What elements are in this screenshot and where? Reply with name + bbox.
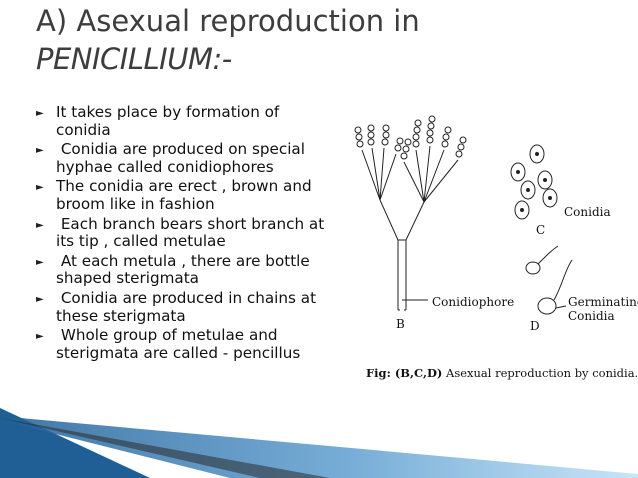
bullet-text: Conidia are produced in chains at these … [56,288,321,325]
figure-label-conidia: Conidia [564,205,611,219]
bullet-text: Whole group of metulae and sterigmata ar… [56,326,301,362]
title-line-2: PENICILLIUM:- [36,42,232,76]
bullet-text: It takes place by formation of conidia [56,103,285,139]
figure-label-germinating: Germinating [568,295,638,309]
figure-label-germinating-conidia: Conidia [568,309,615,323]
bullet-item: ► Conidia are produced on special hyphae… [34,140,334,176]
penicillium-figure: Conidia C Conidiophore B Germinating Con… [340,110,638,390]
bullet-arrow-icon: ► [36,256,44,268]
bullet-arrow-icon: ► [36,182,44,194]
bullet-arrow-icon: ► [36,293,44,305]
figure-caption-text: Asexual reproduction by conidia. [442,366,638,380]
bullet-arrow-icon: ► [36,331,44,343]
slide-title: A) Asexual reproduction in PENICILLIUM:- [36,2,420,78]
bullet-arrow-icon: ► [36,219,44,231]
bullet-list: ►It takes place by formation of conidia … [34,103,334,364]
title-line-1: A) Asexual reproduction in [36,4,420,38]
bullet-arrow-icon: ► [36,145,44,157]
figure-label-c: C [536,223,546,237]
corner-decoration [0,408,638,478]
figure-label-conidiophore: Conidiophore [432,295,515,309]
bullet-item: ► Conidia are produced in chains at thes… [34,288,334,325]
bullet-arrow-icon: ► [36,108,44,119]
bullet-item: ► It takes place by formation of conidia [34,103,334,139]
bullet-item: ► Each branch bears short branch at its … [34,214,334,251]
figure-label-d: D [530,319,540,333]
penicillium-illustration [354,115,573,315]
bullet-text: Conidia are produced on special hyphae c… [56,140,310,176]
bullet-item: ► The conidia are erect , brown and broom… [34,178,334,213]
bullet-item: ► Whole group of metulae and sterigmata … [34,326,334,362]
figure-caption-prefix: Fig: (B,C,D) [366,366,443,380]
bullet-text: The conidia are erect , brown and broom … [56,177,317,213]
figure-label-b: B [396,317,405,331]
figure-caption: Fig: (B,C,D) Asexual reproduction by con… [366,366,638,380]
bullet-text: At each metula , there are bottle shaped… [56,251,315,288]
bullet-item: ► At each metula , there are bottle shap… [34,251,334,288]
corner-shape-shadow [0,418,330,478]
corner-shape-gradient [0,418,638,478]
bullet-text: Each branch bears short branch at its ti… [56,214,329,251]
corner-shape-dark [0,408,150,478]
